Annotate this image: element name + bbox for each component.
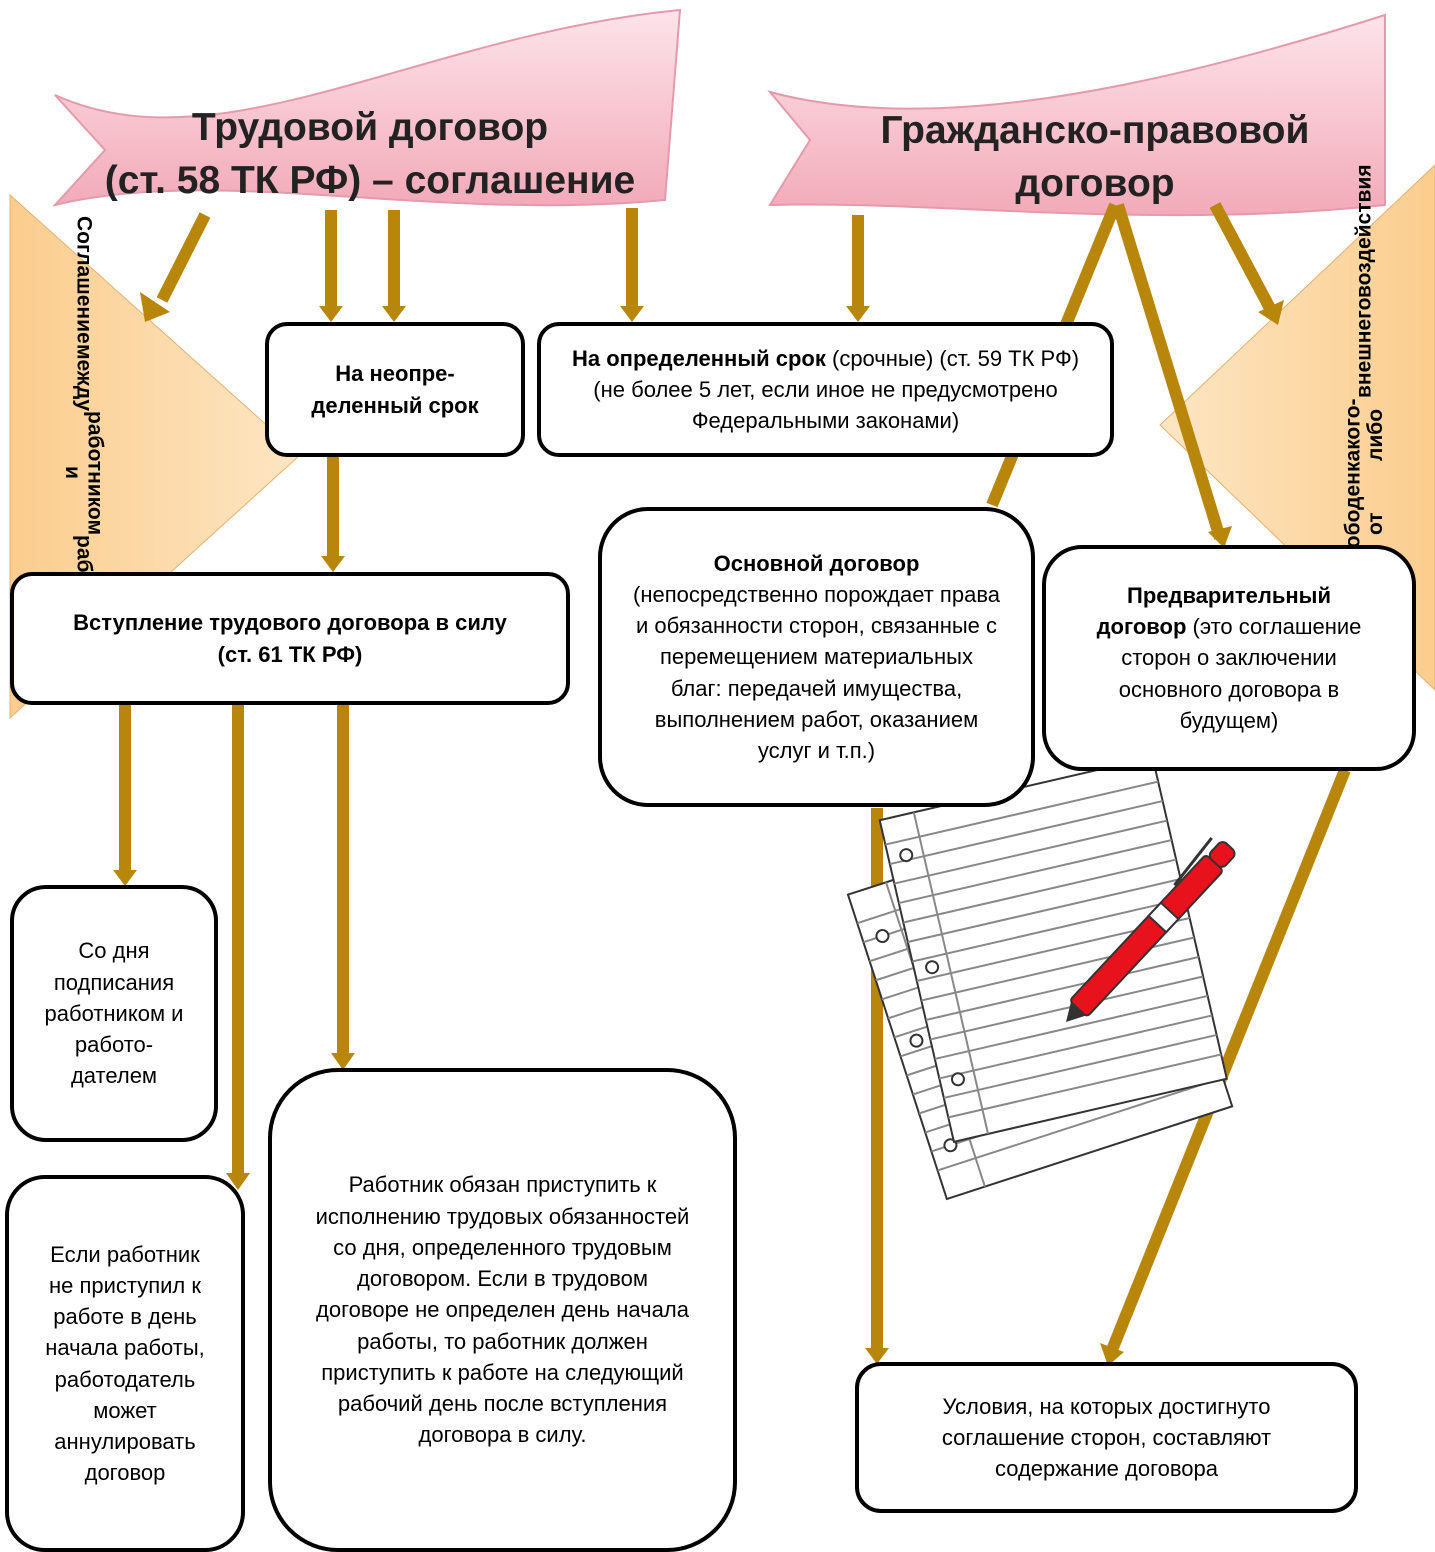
preliminary-text: Предварительный договор (это соглашение … [1094,580,1364,736]
arrowhead [113,870,137,886]
indefinite-term-text: На неопре-деленный срок [311,361,479,418]
arrow-civil-to-right-triangle [1209,202,1278,315]
entry-into-force-text: Вступление трудового договора в силу (ст… [73,610,507,667]
right-triangle-line4: воздействия [1352,164,1376,298]
arrowhead [226,1173,250,1190]
preliminary-contract-box: Предварительный договор (это соглашение … [1042,545,1416,771]
arrowhead [846,306,870,322]
conditions-text: Условия, на которых достигнуто соглашени… [941,1393,1272,1482]
labor-contract-banner: Трудовой договор (ст. 58 ТК РФ) – соглаш… [90,100,650,210]
fixed-term-rest: (срочные) (ст. 59 ТК РФ) (не более 5 лет… [593,345,1080,434]
fixed-term-box: На определенный срок (срочные) (ст. 59 Т… [537,322,1114,457]
arrowhead [1208,526,1232,548]
front-sheet [878,756,1228,1143]
signing-day-text: Со дня подписания работником и работо-да… [44,938,184,1089]
left-triangle-text: Соглашение между работником и работодате… [18,216,148,694]
arrowhead [140,292,170,322]
main-contract-desc: (непосредственно порождает права и обяза… [633,581,1000,764]
civil-banner-line2: договор [1015,162,1175,205]
civil-banner-line1: Гражданско-правовой [880,109,1310,153]
duty-box: Работник обязан приступить к исполнению … [268,1068,737,1552]
arrowhead [1258,300,1284,325]
arrowhead [620,306,644,322]
arrow-preliminary-to-conditions [1106,767,1351,1353]
signing-day-box: Со дня подписания работником и работо-да… [10,885,218,1142]
duty-text: Работник обязан приступить к исполнению … [315,1172,690,1448]
main-contract-title: Основной договор [713,550,920,576]
arrowhead [321,556,345,572]
right-triangle-line2: какого-либо [1341,398,1387,472]
labor-banner-line1: Трудовой договор [191,106,549,150]
conditions-box: Условия, на которых достигнуто соглашени… [855,1362,1358,1513]
labor-banner-line2: (ст. 58 ТК РФ) – соглашение [104,159,636,202]
pen [1066,836,1236,1022]
annul-box: Если работник не приступил к работе в де… [5,1175,245,1552]
indefinite-term-box: На неопре-деленный срок [265,322,525,457]
arrowhead [319,306,343,322]
entry-into-force-box: Вступление трудового договора в силу (ст… [10,572,570,705]
arrow-civil-to-preliminary [1112,203,1226,540]
arrowhead [331,1053,355,1070]
annul-text: Если работник не приступил к работе в де… [45,1241,205,1486]
left-triangle-line1: Соглашение [72,215,96,344]
labor-banner-shape [52,8,682,207]
right-triangle-text: Свободен от какого-либо внешнего воздейс… [1300,164,1430,575]
civil-contract-banner: Гражданско-правовой договор [820,103,1370,213]
connector-arrows [113,202,1351,1366]
paper-and-pen-illustration [846,756,1236,1201]
fixed-term-bold: На определенный срок [571,345,826,371]
civil-banner-shape [767,13,1386,217]
arrowhead [1100,1343,1124,1366]
arrowhead [382,306,406,322]
preliminary-rest: (это соглашение сторон о заключении осно… [1118,614,1362,733]
preliminary-bold: Предварительный договор [1096,582,1331,640]
arrowhead [865,1348,889,1364]
left-triangle-line3: работником и [61,410,107,535]
left-triangle-line2: между [72,343,96,411]
arrow-labor-to-triangle [156,212,211,303]
main-contract-box: Основной договор (непосредственно порожд… [598,507,1035,807]
fixed-term-text: На определенный срок (срочные) (ст. 59 Т… [563,343,1088,437]
right-triangle-line3: внешнего [1352,297,1376,399]
